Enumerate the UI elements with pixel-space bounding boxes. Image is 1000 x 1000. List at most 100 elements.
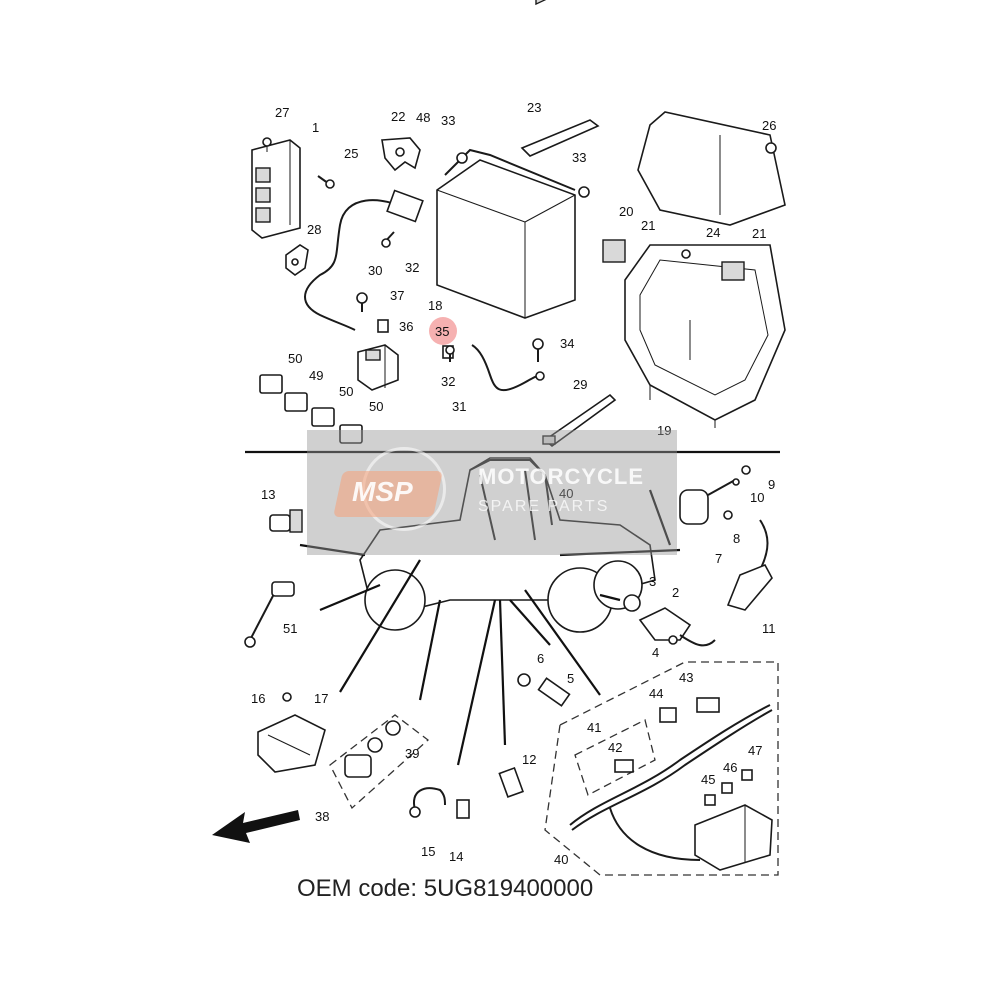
part-50-connector-b: [311, 407, 335, 427]
label-36: 36: [399, 319, 413, 334]
label-16: 16: [251, 691, 265, 706]
part-27-bolt: [262, 137, 272, 152]
label-37: 37: [390, 288, 404, 303]
part-36-terminal: [377, 319, 389, 333]
dashed-box-38: [329, 714, 430, 810]
label-32-top: 32: [405, 260, 419, 275]
label-46: 46: [723, 760, 737, 775]
part-34-bolt: [532, 338, 544, 362]
part-45-connector: [704, 794, 716, 806]
part-5-sender: [537, 677, 571, 707]
label-13: 13: [261, 487, 275, 502]
label-50-b: 50: [339, 384, 353, 399]
part-39-switch: [367, 720, 401, 753]
part-labels: 27 1 25 28 22 48 33 23 33 30 32 18 37 36…: [251, 100, 776, 867]
part-4-bolt: [668, 635, 678, 645]
label-30: 30: [368, 263, 382, 278]
label-11: 11: [762, 621, 776, 636]
label-17: 17: [314, 691, 328, 706]
part-46-connector: [721, 782, 733, 794]
label-18: 18: [428, 298, 442, 313]
label-44: 44: [649, 686, 663, 701]
part-14-sensor: [456, 799, 470, 819]
part-1-cdi-unit: [251, 139, 301, 239]
part-21-pad-right: [721, 261, 745, 281]
label-10: 10: [750, 490, 764, 505]
part-3-oring: [623, 594, 641, 612]
part-11-plug-cap: [726, 519, 773, 611]
label-23: 23: [527, 100, 541, 115]
label-29: 29: [573, 377, 587, 392]
label-9: 9: [768, 477, 775, 492]
part-10-washer: [732, 478, 740, 486]
part-19-battery-box: [624, 244, 786, 428]
label-27: 27: [275, 105, 289, 120]
label-19: 19: [657, 423, 671, 438]
part-21-pad-left: [602, 239, 626, 263]
watermark-title: MOTORCYCLE: [478, 464, 645, 489]
callout-lines: [299, 489, 681, 766]
label-3: 3: [649, 574, 656, 589]
part-33-bolt-left: [456, 152, 468, 164]
label-24: 24: [706, 225, 720, 240]
label-6: 6: [537, 651, 544, 666]
label-32-lower: 32: [441, 374, 455, 389]
label-21-right: 21: [752, 226, 766, 241]
label-50-a: 50: [288, 351, 302, 366]
part-6-washer: [517, 673, 531, 687]
part-24-bolt: [681, 249, 691, 259]
part-29-cable-tie: [542, 393, 617, 448]
label-5: 5: [567, 671, 574, 686]
part-33-bolt-right: [578, 186, 590, 198]
label-45: 45: [701, 772, 715, 787]
part-51-sensor: [244, 581, 295, 648]
label-28: 28: [307, 222, 321, 237]
part-18-battery: [436, 0, 576, 319]
label-2: 2: [672, 585, 679, 600]
label-20: 20: [619, 204, 633, 219]
part-25-bolt: [317, 175, 335, 189]
label-7: 7: [715, 551, 722, 566]
label-35: 35: [435, 324, 449, 339]
part-47-connector: [741, 769, 753, 781]
part-50-connector-c: [339, 424, 363, 444]
label-25: 25: [344, 146, 358, 161]
label-4: 4: [652, 645, 659, 660]
part-22-bracket: [381, 137, 421, 172]
label-31: 31: [452, 399, 466, 414]
part-2-sensor: [638, 607, 716, 647]
oem-code: OEM code: 5UG819400000: [297, 875, 594, 902]
label-48: 48: [416, 110, 430, 125]
label-38: 38: [315, 809, 329, 824]
label-33-left: 33: [441, 113, 455, 128]
starter-relay: [357, 344, 399, 391]
part-30-cable: [304, 189, 424, 331]
part-13-switch: [269, 509, 303, 533]
part-23-strap: [520, 119, 600, 157]
label-26: 26: [762, 118, 776, 133]
watermark-badge-text: MSP: [352, 476, 413, 507]
part-32-bolt-top: [381, 231, 395, 248]
label-15: 15: [421, 844, 435, 859]
part-31-cable: [471, 344, 545, 392]
label-51: 51: [283, 621, 297, 636]
label-34: 34: [560, 336, 574, 351]
part-32-bolt-lower: [445, 345, 455, 362]
label-41: 41: [587, 720, 601, 735]
part-8-bolt: [723, 510, 733, 520]
label-50-c: 50: [369, 399, 383, 414]
part-12-sensor: [498, 766, 524, 798]
label-1: 1: [312, 120, 319, 135]
label-40-bottom: 40: [554, 852, 568, 867]
label-14: 14: [449, 849, 463, 864]
label-42: 42: [608, 740, 622, 755]
watermark-subtitle: SPARE PARTS: [478, 498, 610, 515]
part-7-ignition-coil: [679, 479, 736, 525]
part-28-clip: [285, 244, 309, 276]
part-50-connector-a: [259, 374, 283, 394]
part-38-switch-assembly: [344, 754, 372, 778]
label-21-left: 21: [641, 218, 655, 233]
highlight-35: [429, 317, 457, 345]
label-47: 47: [748, 743, 762, 758]
dashed-box-42: [574, 719, 656, 796]
